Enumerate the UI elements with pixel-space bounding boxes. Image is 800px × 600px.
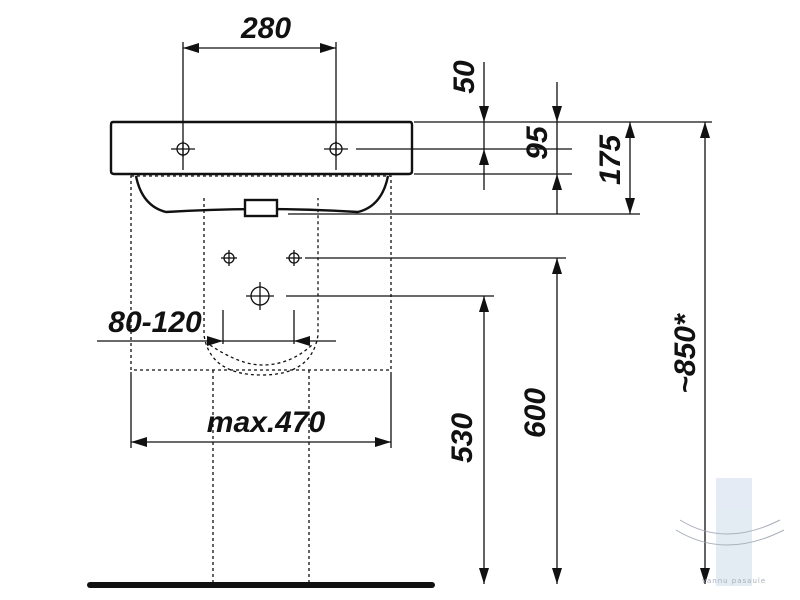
waste-outlet — [246, 282, 274, 310]
watermark-text: vannu pasaule — [702, 577, 766, 585]
watermark-logo: vannu pasaule — [675, 478, 785, 586]
fixing-hole-left — [221, 250, 237, 266]
label-95: 95 — [521, 125, 554, 160]
dim-175 — [625, 122, 635, 214]
dim-280 — [183, 43, 336, 53]
dim-850 — [700, 122, 710, 584]
label-50: 50 — [448, 60, 481, 94]
label-max-470: max.470 — [207, 406, 326, 439]
label-80-120: 80-120 — [108, 306, 202, 339]
label-280: 280 — [240, 12, 291, 45]
pedestal-outline — [130, 175, 392, 582]
label-530: 530 — [446, 413, 479, 463]
dim-80-120 — [97, 336, 336, 346]
extension-lines — [130, 42, 712, 448]
dim-95 — [552, 82, 562, 214]
label-175: 175 — [594, 134, 627, 185]
fixing-hole-right — [286, 250, 302, 266]
dim-600 — [552, 258, 562, 584]
dim-max-470 — [131, 437, 391, 447]
basin-overflow — [243, 198, 279, 218]
basin-rim — [109, 120, 414, 176]
label-850: ~850* — [669, 313, 702, 394]
label-600: 600 — [519, 388, 552, 438]
dim-530 — [479, 296, 489, 584]
dim-50 — [479, 62, 489, 190]
